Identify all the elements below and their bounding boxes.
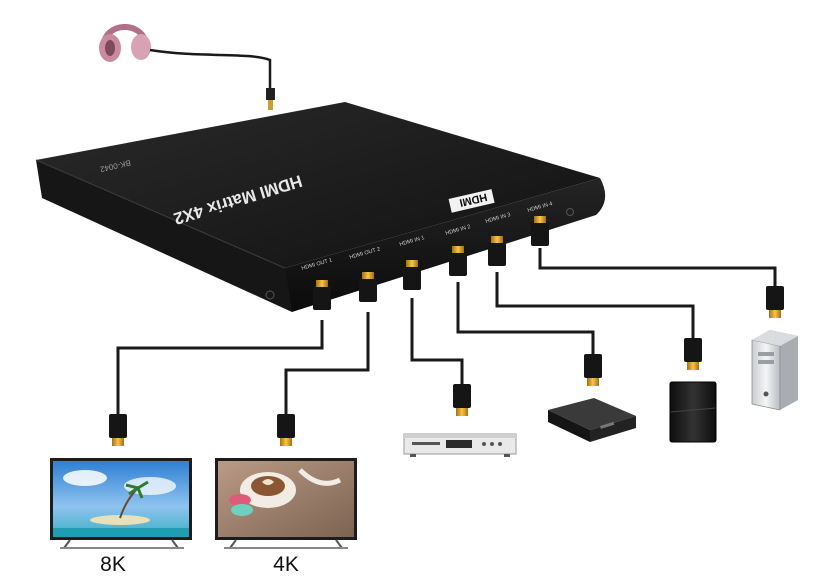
cable-out1 xyxy=(116,320,324,415)
pc-tower-icon xyxy=(751,330,798,411)
led-indicator xyxy=(566,208,574,216)
cable-in4 xyxy=(538,248,777,290)
tv-4k-label: 4K xyxy=(273,553,299,576)
device-plugs xyxy=(313,216,549,310)
dvd-player-icon xyxy=(403,433,517,457)
audio-plug-tip xyxy=(268,100,273,110)
ir-port xyxy=(265,290,275,300)
audio-plug xyxy=(266,88,275,100)
endpoint-plugs xyxy=(109,286,784,446)
cable-in1 xyxy=(410,298,464,385)
cable-out2 xyxy=(284,312,370,415)
cable-in3 xyxy=(495,272,695,340)
game-console-icon xyxy=(669,381,717,443)
audio-cable xyxy=(149,48,272,92)
tv-4k xyxy=(215,458,357,549)
set-top-box-icon xyxy=(548,398,636,442)
headphones-icon xyxy=(99,24,151,62)
tv-8k xyxy=(50,458,192,549)
hdmi-cables xyxy=(116,248,777,415)
cable-in2 xyxy=(456,282,595,355)
tv-8k-label: 8K xyxy=(100,553,126,576)
